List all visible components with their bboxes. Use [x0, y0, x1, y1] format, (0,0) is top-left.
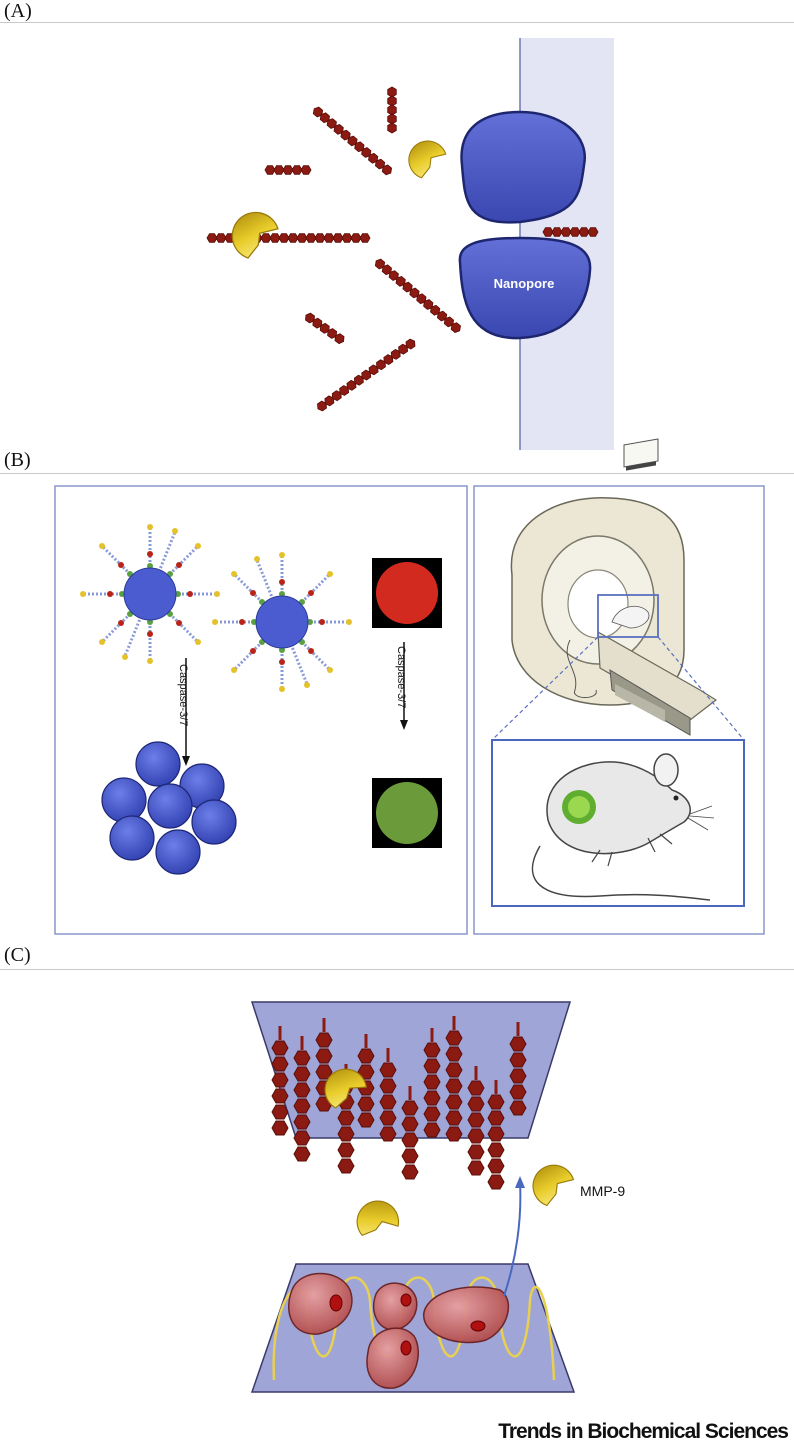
cell-icon	[372, 1282, 418, 1331]
cell-icon	[288, 1272, 353, 1335]
peptide-chain-icon	[379, 1048, 397, 1142]
peptide-chain-icon	[264, 165, 312, 175]
zoom-line-left	[491, 636, 599, 741]
peptide-chain-icon	[401, 1086, 419, 1180]
panel-b-rule	[0, 473, 794, 474]
cleavage-arrow-left: Caspase-3/7	[177, 658, 190, 766]
peptide-chain-icon	[315, 1018, 333, 1112]
caspase-label-left: Caspase-3/7	[177, 664, 189, 726]
mri-scanner-icon	[510, 438, 718, 736]
peptide-chain-icon	[423, 1028, 441, 1138]
panel-b-label: (B)	[4, 449, 31, 471]
aggregated-nanoparticles	[101, 741, 237, 875]
peptide-chain-icon	[357, 1034, 375, 1128]
peptide-chain-icon	[509, 1022, 527, 1116]
secretion-arrowhead	[515, 1176, 525, 1188]
panel-a-label: (A)	[4, 0, 32, 22]
panel-a-rule	[0, 22, 794, 23]
hanging-peptides	[271, 1016, 527, 1190]
panel-b-right-box	[473, 485, 765, 935]
fluorescence-on-square	[372, 778, 442, 848]
cell-icon	[423, 1286, 510, 1344]
panel-c-rule	[0, 969, 794, 970]
pacman-enzyme-icon	[348, 1192, 405, 1249]
peptide-chain-icon	[303, 311, 347, 346]
functionalized-nanoparticle	[80, 524, 220, 664]
panel-c-diagram: MMP-9	[250, 1001, 625, 1393]
peptide-chain-icon	[315, 337, 418, 413]
nanopore: Nanopore	[458, 110, 592, 340]
cell-icon	[366, 1327, 419, 1389]
peptide-chain-icon	[373, 257, 463, 335]
panel-b-left-box	[54, 485, 468, 935]
peptide-chain-icon	[387, 86, 397, 134]
enzyme-label: MMP-9	[580, 1183, 625, 1199]
nanopore-label: Nanopore	[494, 276, 555, 291]
peptide-chain-icon	[206, 233, 371, 243]
zoom-line-right	[657, 636, 745, 741]
peptide-chain-icon	[467, 1066, 485, 1176]
mouse-icon	[531, 753, 715, 901]
peptide-chain-icon	[271, 1026, 289, 1136]
peptide-chain-icon	[445, 1016, 463, 1142]
panel-b-diagram: Caspase-3/7 Caspase-3/7	[54, 438, 765, 935]
pacman-enzyme-icon	[403, 135, 449, 184]
peptide-chain-icon	[293, 1036, 311, 1162]
cleavage-arrow-right: Caspase-3/7	[395, 642, 408, 730]
journal-logo: Trends in Biochemical Sciences	[498, 1420, 789, 1443]
panel-a-diagram: Nanopore	[206, 38, 614, 450]
pacman-enzyme-icon	[526, 1158, 577, 1212]
fiber-coil	[272, 1276, 556, 1381]
peptide-chain-icon	[311, 105, 394, 177]
caspase-label-right: Caspase-3/7	[395, 646, 407, 708]
secretion-arrow	[503, 1181, 522, 1297]
peptide-chain-icon	[487, 1080, 505, 1190]
panel-c-label: (C)	[4, 944, 31, 966]
fluorescence-off-square	[372, 558, 442, 628]
functionalized-nanoparticle	[212, 552, 352, 692]
